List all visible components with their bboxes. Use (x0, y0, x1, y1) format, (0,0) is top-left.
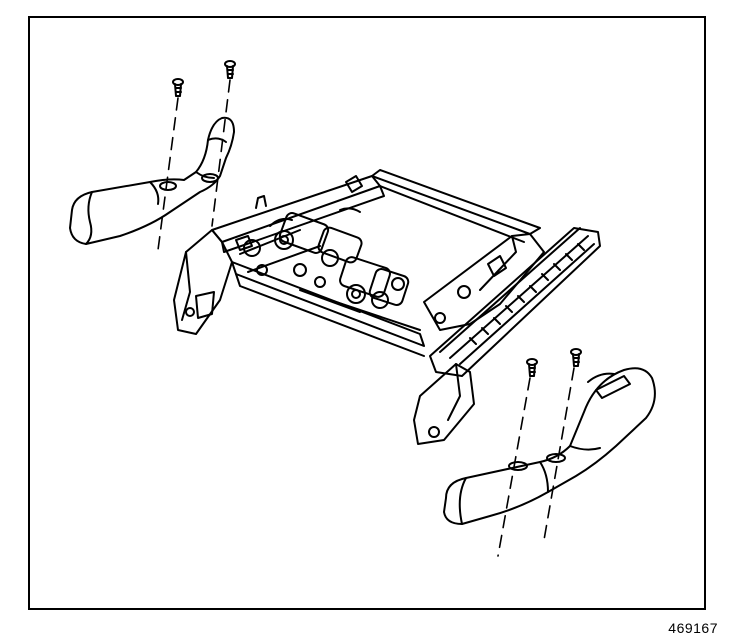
right-side-trim-panel (443, 367, 656, 525)
screw-icon (570, 348, 582, 367)
figure-code: 469167 (668, 620, 718, 636)
seat-adjuster-frame (173, 169, 601, 445)
screw-icon (224, 60, 236, 79)
left-side-trim-panel (69, 116, 235, 245)
left-screws (157, 60, 236, 251)
screw-icon (526, 358, 538, 377)
motor-gear-assembly (235, 175, 421, 331)
screw-icon (172, 78, 184, 97)
right-screws (497, 348, 582, 557)
